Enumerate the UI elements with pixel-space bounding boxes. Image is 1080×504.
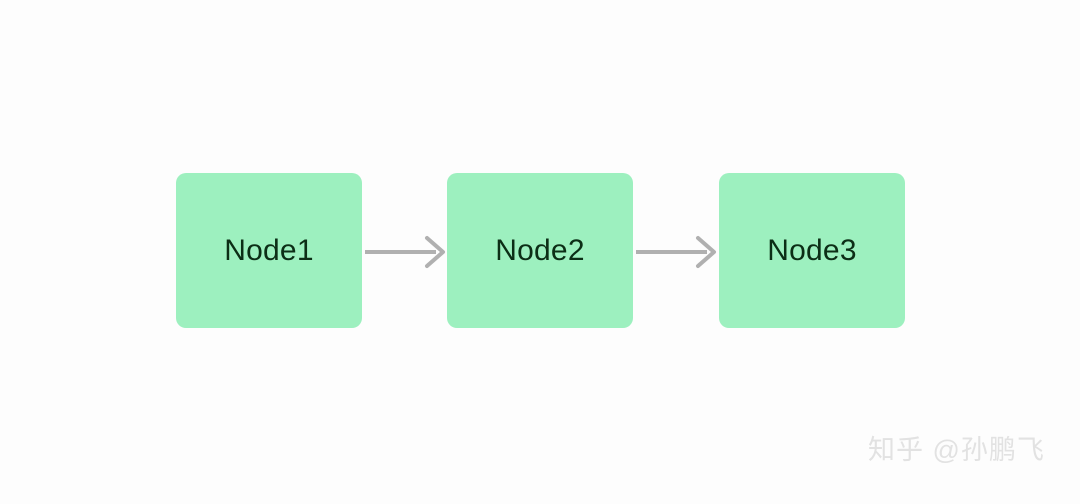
diagram-edge-node1-node2 [365, 236, 445, 268]
diagram-edge-node2-node3 [636, 236, 716, 268]
diagram-node-node1[interactable]: Node1 [176, 173, 362, 328]
diagram-node-label: Node2 [495, 233, 585, 267]
diagram-node-label: Node1 [224, 233, 314, 267]
diagram-node-label: Node3 [767, 233, 857, 267]
watermark: 知乎 @孙鹏飞 [868, 435, 1045, 465]
diagram-node-node2[interactable]: Node2 [447, 173, 633, 328]
diagram-node-node3[interactable]: Node3 [719, 173, 905, 328]
arrowhead-icon [696, 236, 716, 268]
arrowhead-icon [425, 236, 445, 268]
